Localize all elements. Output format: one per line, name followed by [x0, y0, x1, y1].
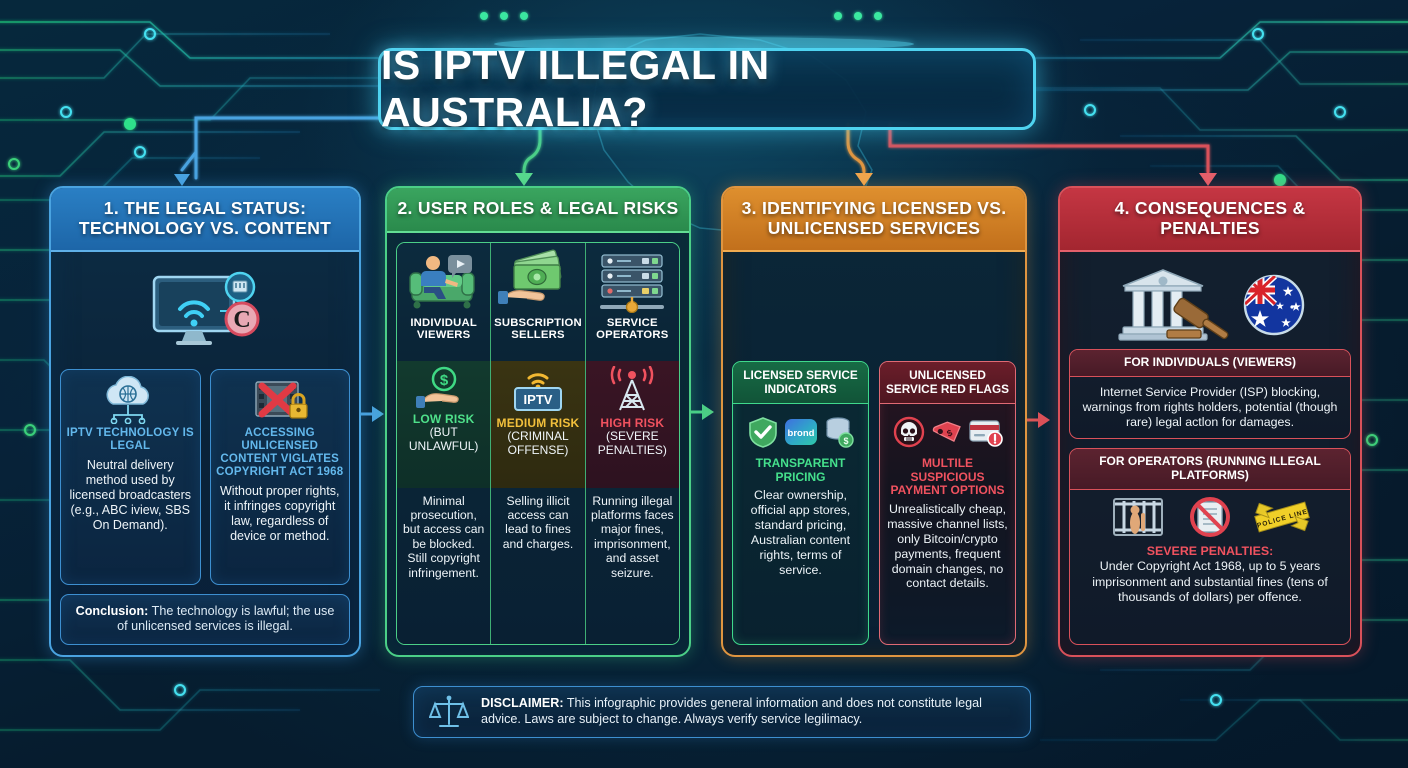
column2-heading: 2. USER ROLES & LEGAL RISKS [387, 188, 689, 233]
role-cell-individual-viewers: INDIVIDUAL VIEWERS $ LOW RISK (BUT UNLAW… [397, 242, 492, 644]
column-legal-status: 1. THE LEGAL STATUS: TECHNOLOGY VS. CONT… [49, 186, 361, 657]
role-cell-subscription-sellers: SUBSCRIPTION SELLERS IPTV [491, 242, 586, 644]
legal-box-title: IPTV TECHNOLOGY IS LEGAL [66, 427, 194, 453]
svg-text:$: $ [843, 436, 848, 446]
unlicensed-text: Unrealistically cheap, massive channel l… [887, 502, 1008, 591]
australian-flag-icon [1243, 274, 1305, 336]
tv-wifi-copyright-icon: C [60, 261, 350, 369]
risk-title: MEDIUM RISK [496, 415, 580, 430]
hand-coin-icon: $ [415, 366, 459, 408]
scales-of-justice-icon [429, 695, 469, 727]
role-label: SUBSCRIPTION SELLERS [494, 316, 582, 342]
police-tape-icon: POLICE LINE [1254, 501, 1310, 533]
svg-text:IPTV: IPTV [524, 392, 553, 407]
legal-box-unlicensed: ACCESSING UNLICENSED CONTENT VIGLATES CO… [209, 369, 350, 585]
page-title-bar: IS IPTV ILLEGAL IN AUSTRALIA? [378, 42, 1036, 135]
brand-badge-text: brond [787, 428, 814, 439]
brand-badge-icon: brond [784, 419, 817, 446]
risk-sub: (BUT UNLAWFUL) [408, 425, 479, 453]
risk-sub: (CRIMINAL OFFENSE) [507, 429, 569, 457]
unlicensed-header: UNLICENSED SERVICE RED FLAGS [880, 362, 1015, 405]
unlicensed-box-title: ACCESSING UNLICENSED CONTENT VIGLATES CO… [216, 427, 344, 478]
licensed-text: Clear ownership, official app stores, st… [750, 488, 851, 577]
server-rack-icon [600, 253, 665, 313]
conclusion-text: The technology is lawful; the use of unl… [117, 603, 335, 634]
shield-check-icon [748, 417, 777, 448]
licensed-indicators-panel: LICENSED SERVICE INDICATORS [732, 361, 869, 645]
column-consequences: 4. CONSEQUENCES & PENALTIES [1058, 186, 1362, 657]
column1-heading: 1. THE LEGAL STATUS: TECHNOLOGY VS. CONT… [51, 188, 359, 253]
role-label: INDIVIDUAL VIEWERS [410, 316, 477, 342]
consequences-card-individuals: FOR INDIVIDUALS (VIEWERS) Internet Servi… [1069, 349, 1351, 440]
licensed-label: TRANSPARENT PRICING [755, 456, 846, 484]
role-note: Running illegal platforms faces major fi… [585, 487, 679, 644]
disclaimer-text-block: DISCLAIMER: This infographic provides ge… [481, 696, 1015, 727]
column-identifying-services: 3. IDENTIFYING LICENSED VS. UNLICENSED S… [721, 186, 1027, 657]
skull-warning-icon [893, 416, 924, 448]
connector-arrowheads [174, 173, 1217, 186]
role-note: Selling illicit access can lead to fines… [491, 487, 585, 644]
unlicensed-redflags-panel: UNLICENSED SERVICE RED FLAGS [879, 361, 1016, 645]
conclusion-box: Conclusion: The technology is lawful; th… [60, 593, 350, 645]
legal-box-technology: IPTV TECHNOLOGY IS LEGAL Neutral deliver… [60, 369, 201, 585]
risk-title: LOW RISK [412, 411, 475, 426]
database-dollar-icon: $ [825, 417, 854, 448]
role-label: SERVICE OPERATORS [596, 316, 669, 342]
no-document-icon [1190, 497, 1230, 538]
svg-text:$: $ [439, 372, 448, 389]
operators-header: FOR OPERATORS (RUNNING ILLEGAL PLATFORMS… [1070, 449, 1350, 491]
svg-text:C: C [233, 307, 250, 333]
price-tag-icon: $ [932, 421, 961, 443]
film-blocked-lock-icon [255, 381, 308, 419]
column3-heading: 3. IDENTIFYING LICENSED VS. UNLICENSED S… [723, 188, 1025, 253]
penalty-text: Under Copyright Act 1968, up to 5 years … [1092, 559, 1328, 604]
iptv-monitor-icon: IPTV [513, 372, 562, 411]
col3-arrow-area [732, 261, 1016, 361]
risk-title: HIGH RISK [600, 415, 665, 430]
jail-bars-icon [1113, 498, 1163, 537]
cloud-network-icon [106, 376, 150, 425]
broadcast-tower-icon [611, 365, 654, 410]
money-in-hand-icon [497, 249, 562, 304]
column4-heading: 4. CONSEQUENCES & PENALTIES [1060, 188, 1360, 253]
disclaimer-label: DISCLAIMER: [481, 696, 564, 711]
courthouse-gavel-icon [1118, 269, 1229, 341]
risk-sub: (SEVERE PENALTIES) [597, 429, 667, 457]
conclusion-label: Conclusion: [75, 603, 149, 618]
unlicensed-label: MULTILE SUSPICIOUS PAYMENT OPTIONS [890, 456, 1005, 498]
consequences-card-operators: FOR OPERATORS (RUNNING ILLEGAL PLATFORMS… [1069, 448, 1351, 645]
penalty-label: SEVERE PENALTIES: [1146, 544, 1274, 559]
disclaimer-bar: DISCLAIMER: This infographic provides ge… [413, 686, 1031, 738]
disclaimer-text: This infographic provides general inform… [481, 696, 982, 726]
individuals-header: FOR INDIVIDUALS (VIEWERS) [1070, 350, 1350, 378]
svg-text:$: $ [945, 428, 953, 439]
unlicensed-box-desc: Without proper rights, it infringes copy… [220, 483, 340, 543]
legal-box-desc: Neutral delivery method used by licensed… [69, 457, 192, 532]
person-on-couch-icon [408, 254, 475, 309]
role-note: Minimal prosecution, but access can be b… [397, 487, 491, 644]
individuals-text: Internet Service Provider (ISP) blocking… [1082, 385, 1338, 430]
licensed-header: LICENSED SERVICE INDICATORS [733, 362, 868, 405]
column-user-roles: 2. USER ROLES & LEGAL RISKS [385, 186, 691, 657]
page-title: IS IPTV ILLEGAL IN AUSTRALIA? [381, 42, 770, 135]
role-cell-service-operators: SERVICE OPERATORS [585, 242, 679, 644]
credit-card-alert-icon [968, 420, 1003, 447]
